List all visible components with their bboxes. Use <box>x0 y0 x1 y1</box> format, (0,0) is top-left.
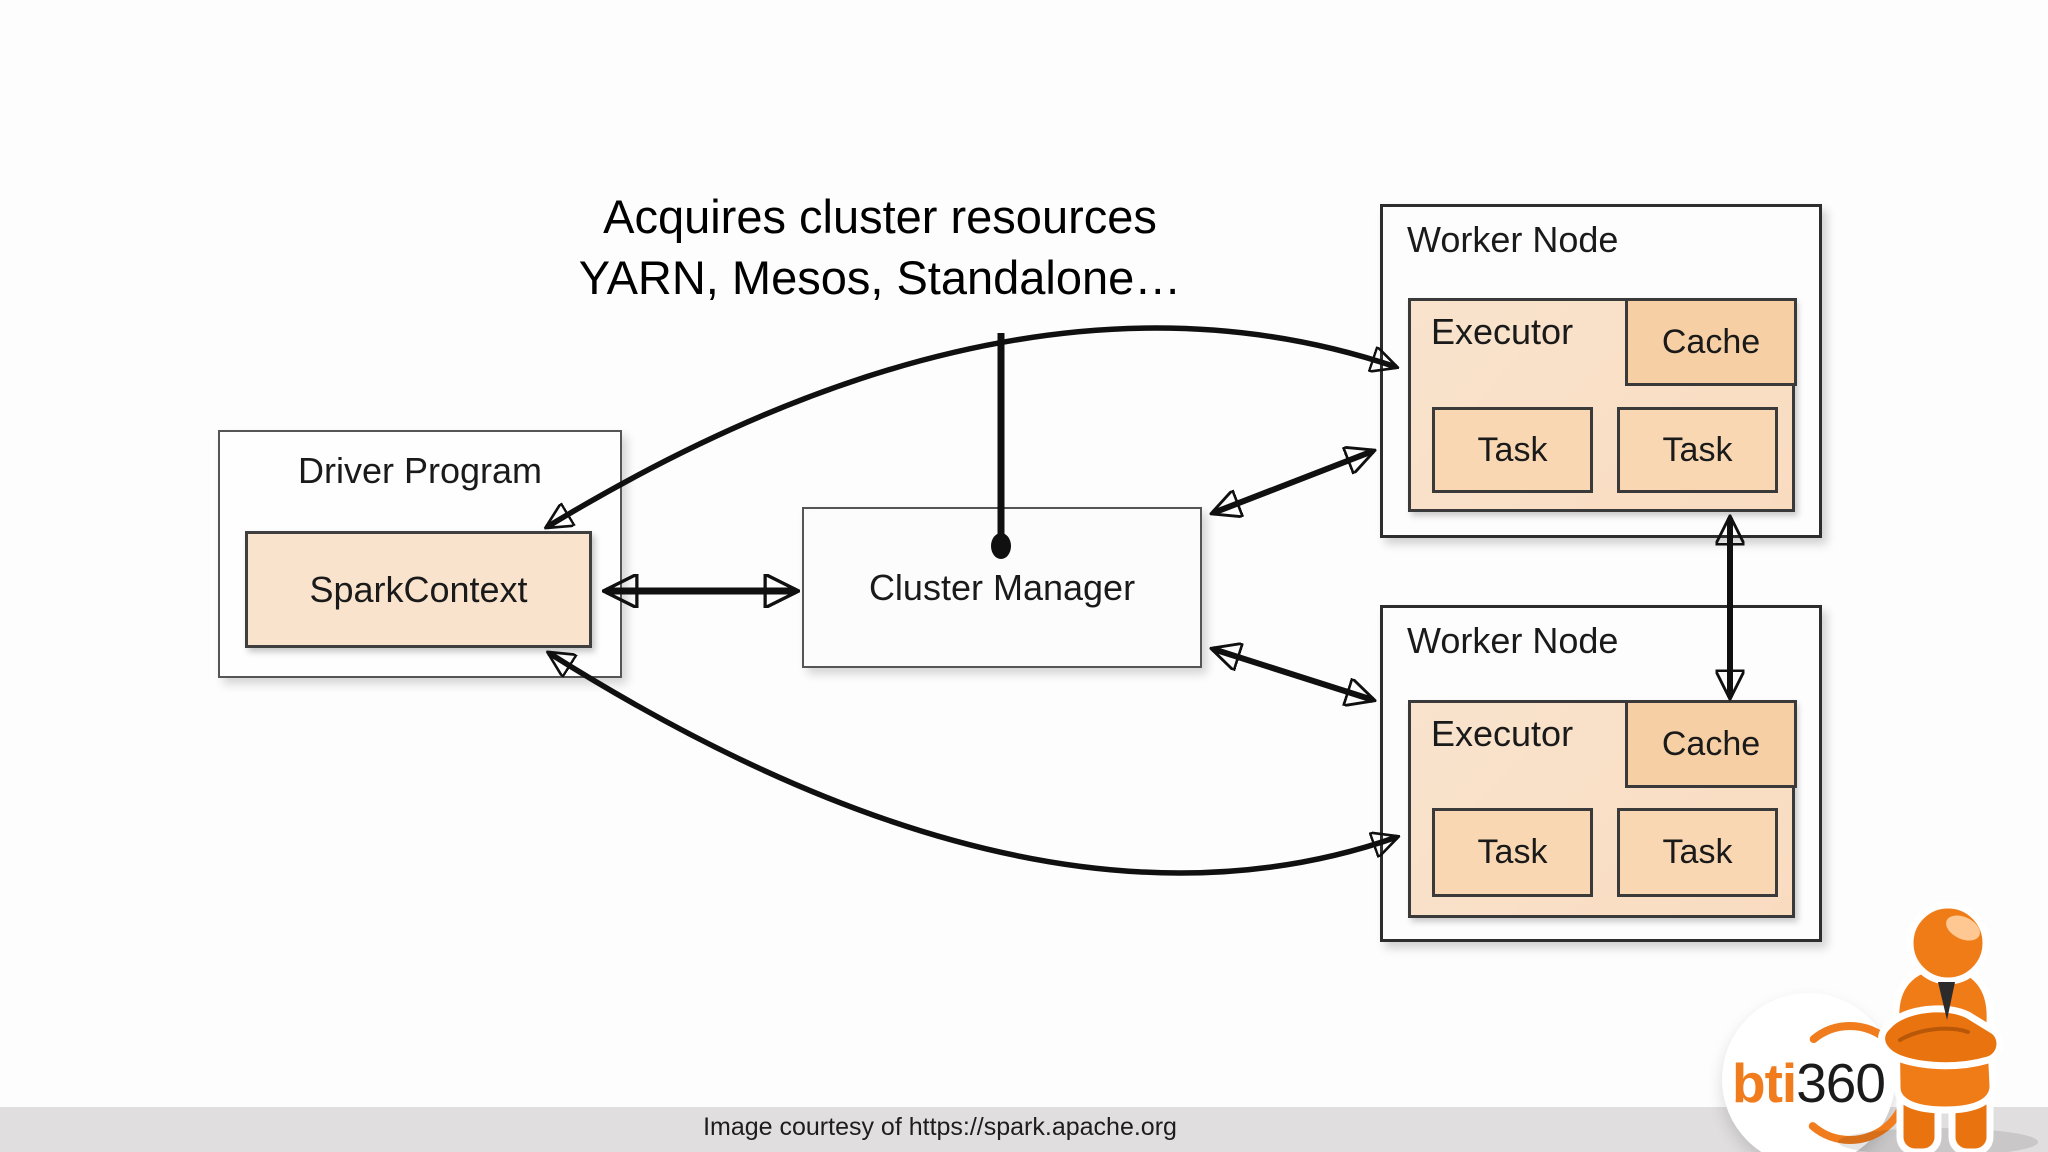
arrow-clustermanager-worker1 <box>1213 451 1373 513</box>
task-1a-label: Task <box>1477 430 1548 469</box>
arrow-sparkcontext-worker1 <box>547 325 1396 527</box>
task-1b-label: Task <box>1662 430 1733 469</box>
driver-program-title: Driver Program <box>297 450 543 491</box>
image-credit-caption: Image courtesy of https://spark.apache.o… <box>703 1113 1177 1141</box>
task-2a-box: Task <box>1432 808 1593 897</box>
annotation-callout: Acquires cluster resources YARN, Mesos, … <box>480 186 1280 308</box>
executor-2-label: Executor <box>1431 713 1574 754</box>
bti360-logo-text: bti360 <box>1722 1051 1895 1115</box>
task-2a-label: Task <box>1477 833 1548 871</box>
cluster-manager-box: Cluster Manager <box>802 507 1202 668</box>
arrow-sparkcontext-worker2 <box>549 653 1397 876</box>
cache-2-box: Cache <box>1625 700 1797 788</box>
bti360-logo-circle: bti360 <box>1722 993 1895 1152</box>
cluster-manager-label: Cluster Manager <box>868 566 1136 608</box>
footer-bar: Image courtesy of https://spark.apache.o… <box>0 1107 2048 1152</box>
cache-2-label: Cache <box>1661 724 1761 763</box>
cache-1-box: Cache <box>1625 298 1797 386</box>
annotation-line-1: Acquires cluster resources <box>603 190 1157 243</box>
arrow-clustermanager-worker2 <box>1213 649 1373 700</box>
task-2b-box: Task <box>1617 808 1778 897</box>
spark-context-label: SparkContext <box>309 568 528 610</box>
worker-node-2-title: Worker Node <box>1407 620 1619 661</box>
logo-text-360: 360 <box>1796 1052 1886 1114</box>
logo-text-bti: bti <box>1732 1052 1797 1114</box>
task-1b-box: Task <box>1617 407 1778 493</box>
worker-node-1-title: Worker Node <box>1407 219 1619 260</box>
executor-1-label: Executor <box>1431 311 1574 352</box>
annotation-line-2: YARN, Mesos, Standalone… <box>578 251 1182 304</box>
cache-1-label: Cache <box>1661 322 1761 361</box>
task-1a-box: Task <box>1432 407 1593 493</box>
spark-context-box: SparkContext <box>245 531 592 648</box>
task-2b-label: Task <box>1662 833 1733 871</box>
